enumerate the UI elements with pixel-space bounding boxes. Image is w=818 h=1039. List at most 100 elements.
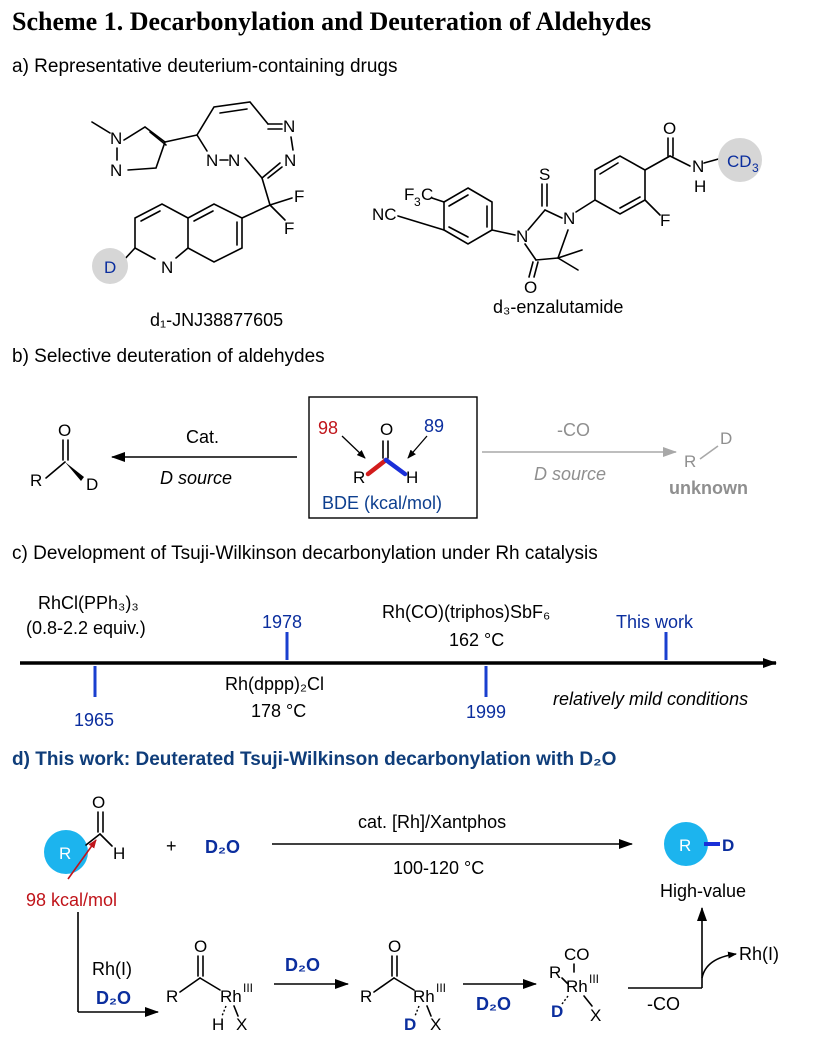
svg-text:R: R	[59, 844, 71, 863]
event-1978-conditions: 178 °C	[251, 701, 306, 721]
svg-text:N: N	[161, 258, 173, 277]
mech-d2o-label-2: D₂O	[285, 955, 320, 975]
event-1978-reagent: Rh(dppp)₂Cl	[225, 674, 324, 694]
d2o-reagent: D₂O	[205, 837, 240, 857]
svg-text:O: O	[388, 937, 401, 956]
bde-box	[308, 396, 478, 519]
event-1965-year: 1965	[74, 710, 114, 730]
event-1978-year: 1978	[262, 612, 302, 632]
svg-text:O: O	[92, 793, 105, 812]
starting-aldehyde: R O H	[44, 793, 125, 880]
left-arrow-bottom-label: D source	[160, 468, 232, 488]
mild-conditions-note: relatively mild conditions	[553, 689, 748, 709]
svg-text:3: 3	[752, 161, 759, 175]
svg-text:CO: CO	[564, 945, 590, 964]
deuterated-aldehyde-product: R O D	[30, 421, 98, 494]
svg-text:X: X	[430, 1015, 441, 1034]
aldehyde-bde-structure: 98 89 O R H	[318, 416, 444, 487]
intermediate-2: R O Rh III D X	[360, 937, 446, 1034]
svg-text:Rh: Rh	[220, 987, 242, 1006]
section-c-heading: c) Development of Tsuji-Wilkinson decarb…	[12, 543, 598, 564]
bde-caption: BDE (kcal/mol)	[322, 493, 442, 513]
section-b-heading: b) Selective deuteration of aldehydes	[12, 346, 325, 367]
mech-minus-co-label: -CO	[647, 994, 680, 1014]
svg-text:F: F	[284, 219, 294, 238]
svg-text:C: C	[421, 185, 433, 204]
left-arrow-top-label: Cat.	[186, 427, 219, 447]
event-1965-reagent: RhCl(PPh₃)₃	[38, 593, 139, 613]
svg-text:X: X	[236, 1015, 247, 1034]
svg-text:H: H	[406, 468, 418, 487]
svg-text:R: R	[360, 987, 372, 1006]
alkane-d-product: R D	[684, 429, 732, 471]
mech-d2o-label-3: D₂O	[476, 994, 511, 1014]
svg-text:R: R	[549, 963, 561, 982]
svg-text:O: O	[380, 420, 393, 439]
svg-text:III: III	[589, 972, 599, 986]
high-value-label: High-value	[660, 881, 746, 901]
svg-text:NC: NC	[372, 205, 397, 224]
mech-d2o-label-1: D₂O	[96, 988, 131, 1008]
svg-text:Rh: Rh	[566, 977, 588, 996]
mech-rh1-label: Rh(I)	[92, 959, 132, 979]
svg-text:F: F	[294, 187, 304, 206]
svg-text:N: N	[692, 157, 704, 176]
svg-text:N: N	[206, 151, 218, 170]
svg-text:O: O	[58, 421, 71, 440]
svg-text:N: N	[110, 161, 122, 180]
drug2-name: d₃-enzalutamide	[493, 297, 623, 317]
unknown-label: unknown	[669, 478, 748, 498]
svg-text:98: 98	[318, 418, 338, 438]
svg-text:N: N	[110, 129, 122, 148]
svg-text:S: S	[539, 165, 550, 184]
intermediate-1: R O Rh III H X	[166, 937, 253, 1034]
svg-text:H: H	[113, 844, 125, 863]
svg-text:3: 3	[414, 195, 421, 209]
svg-text:R: R	[684, 452, 696, 471]
right-arrow-top-label: -CO	[557, 420, 590, 440]
event-1965-conditions: (0.8-2.2 equiv.)	[26, 618, 146, 638]
svg-text:III: III	[436, 981, 446, 995]
svg-text:R: R	[30, 471, 42, 490]
drug1-name: d₁-JNJ38877605	[150, 310, 283, 330]
svg-text:Rh: Rh	[413, 987, 435, 1006]
svg-text:H: H	[212, 1015, 224, 1034]
svg-text:III: III	[243, 981, 253, 995]
svg-text:D: D	[551, 1002, 563, 1021]
event-1999-reagent: Rh(CO)(triphos)SbF₆	[382, 602, 550, 622]
scheme-title: Scheme 1. Decarbonylation and Deuteratio…	[12, 7, 651, 36]
svg-text:X: X	[590, 1006, 601, 1025]
svg-text:R: R	[353, 468, 365, 487]
event-1999-conditions: 162 °C	[449, 630, 504, 650]
drug1-structure: N N N N N N F F N	[91, 101, 304, 284]
svg-text:N: N	[516, 227, 528, 246]
svg-text:N: N	[228, 151, 240, 170]
svg-text:D: D	[86, 475, 98, 494]
drug2-structure: F 3 C NC N S N O F O N H	[372, 119, 762, 297]
svg-text:N: N	[283, 117, 295, 136]
section-a-heading: a) Representative deuterium-containing d…	[12, 56, 398, 77]
mech-rh-regenerated-label: Rh(I)	[739, 944, 779, 964]
event-1999-year: 1999	[466, 702, 506, 722]
temperature-label: 100-120 °C	[393, 858, 484, 878]
svg-text:F: F	[660, 211, 670, 230]
intermediate-3: CO R Rh III D X	[549, 945, 601, 1025]
svg-text:O: O	[194, 937, 207, 956]
svg-text:D: D	[722, 836, 734, 855]
bond-energy-label: 98 kcal/mol	[26, 890, 117, 910]
plus-sign: +	[166, 836, 177, 856]
svg-text:O: O	[524, 278, 537, 297]
svg-text:D: D	[404, 1015, 416, 1034]
svg-text:89: 89	[424, 416, 444, 436]
svg-text:R: R	[679, 836, 691, 855]
svg-text:R: R	[166, 987, 178, 1006]
section-d-heading: d) This work: Deuterated Tsuji-Wilkinson…	[12, 749, 616, 770]
rh-release-arrow	[701, 951, 737, 979]
event-this-work-label: This work	[616, 612, 694, 632]
svg-text:N: N	[563, 209, 575, 228]
svg-text:O: O	[663, 119, 676, 138]
svg-text:N: N	[284, 151, 296, 170]
svg-text:H: H	[694, 177, 706, 196]
svg-text:F: F	[404, 185, 414, 204]
